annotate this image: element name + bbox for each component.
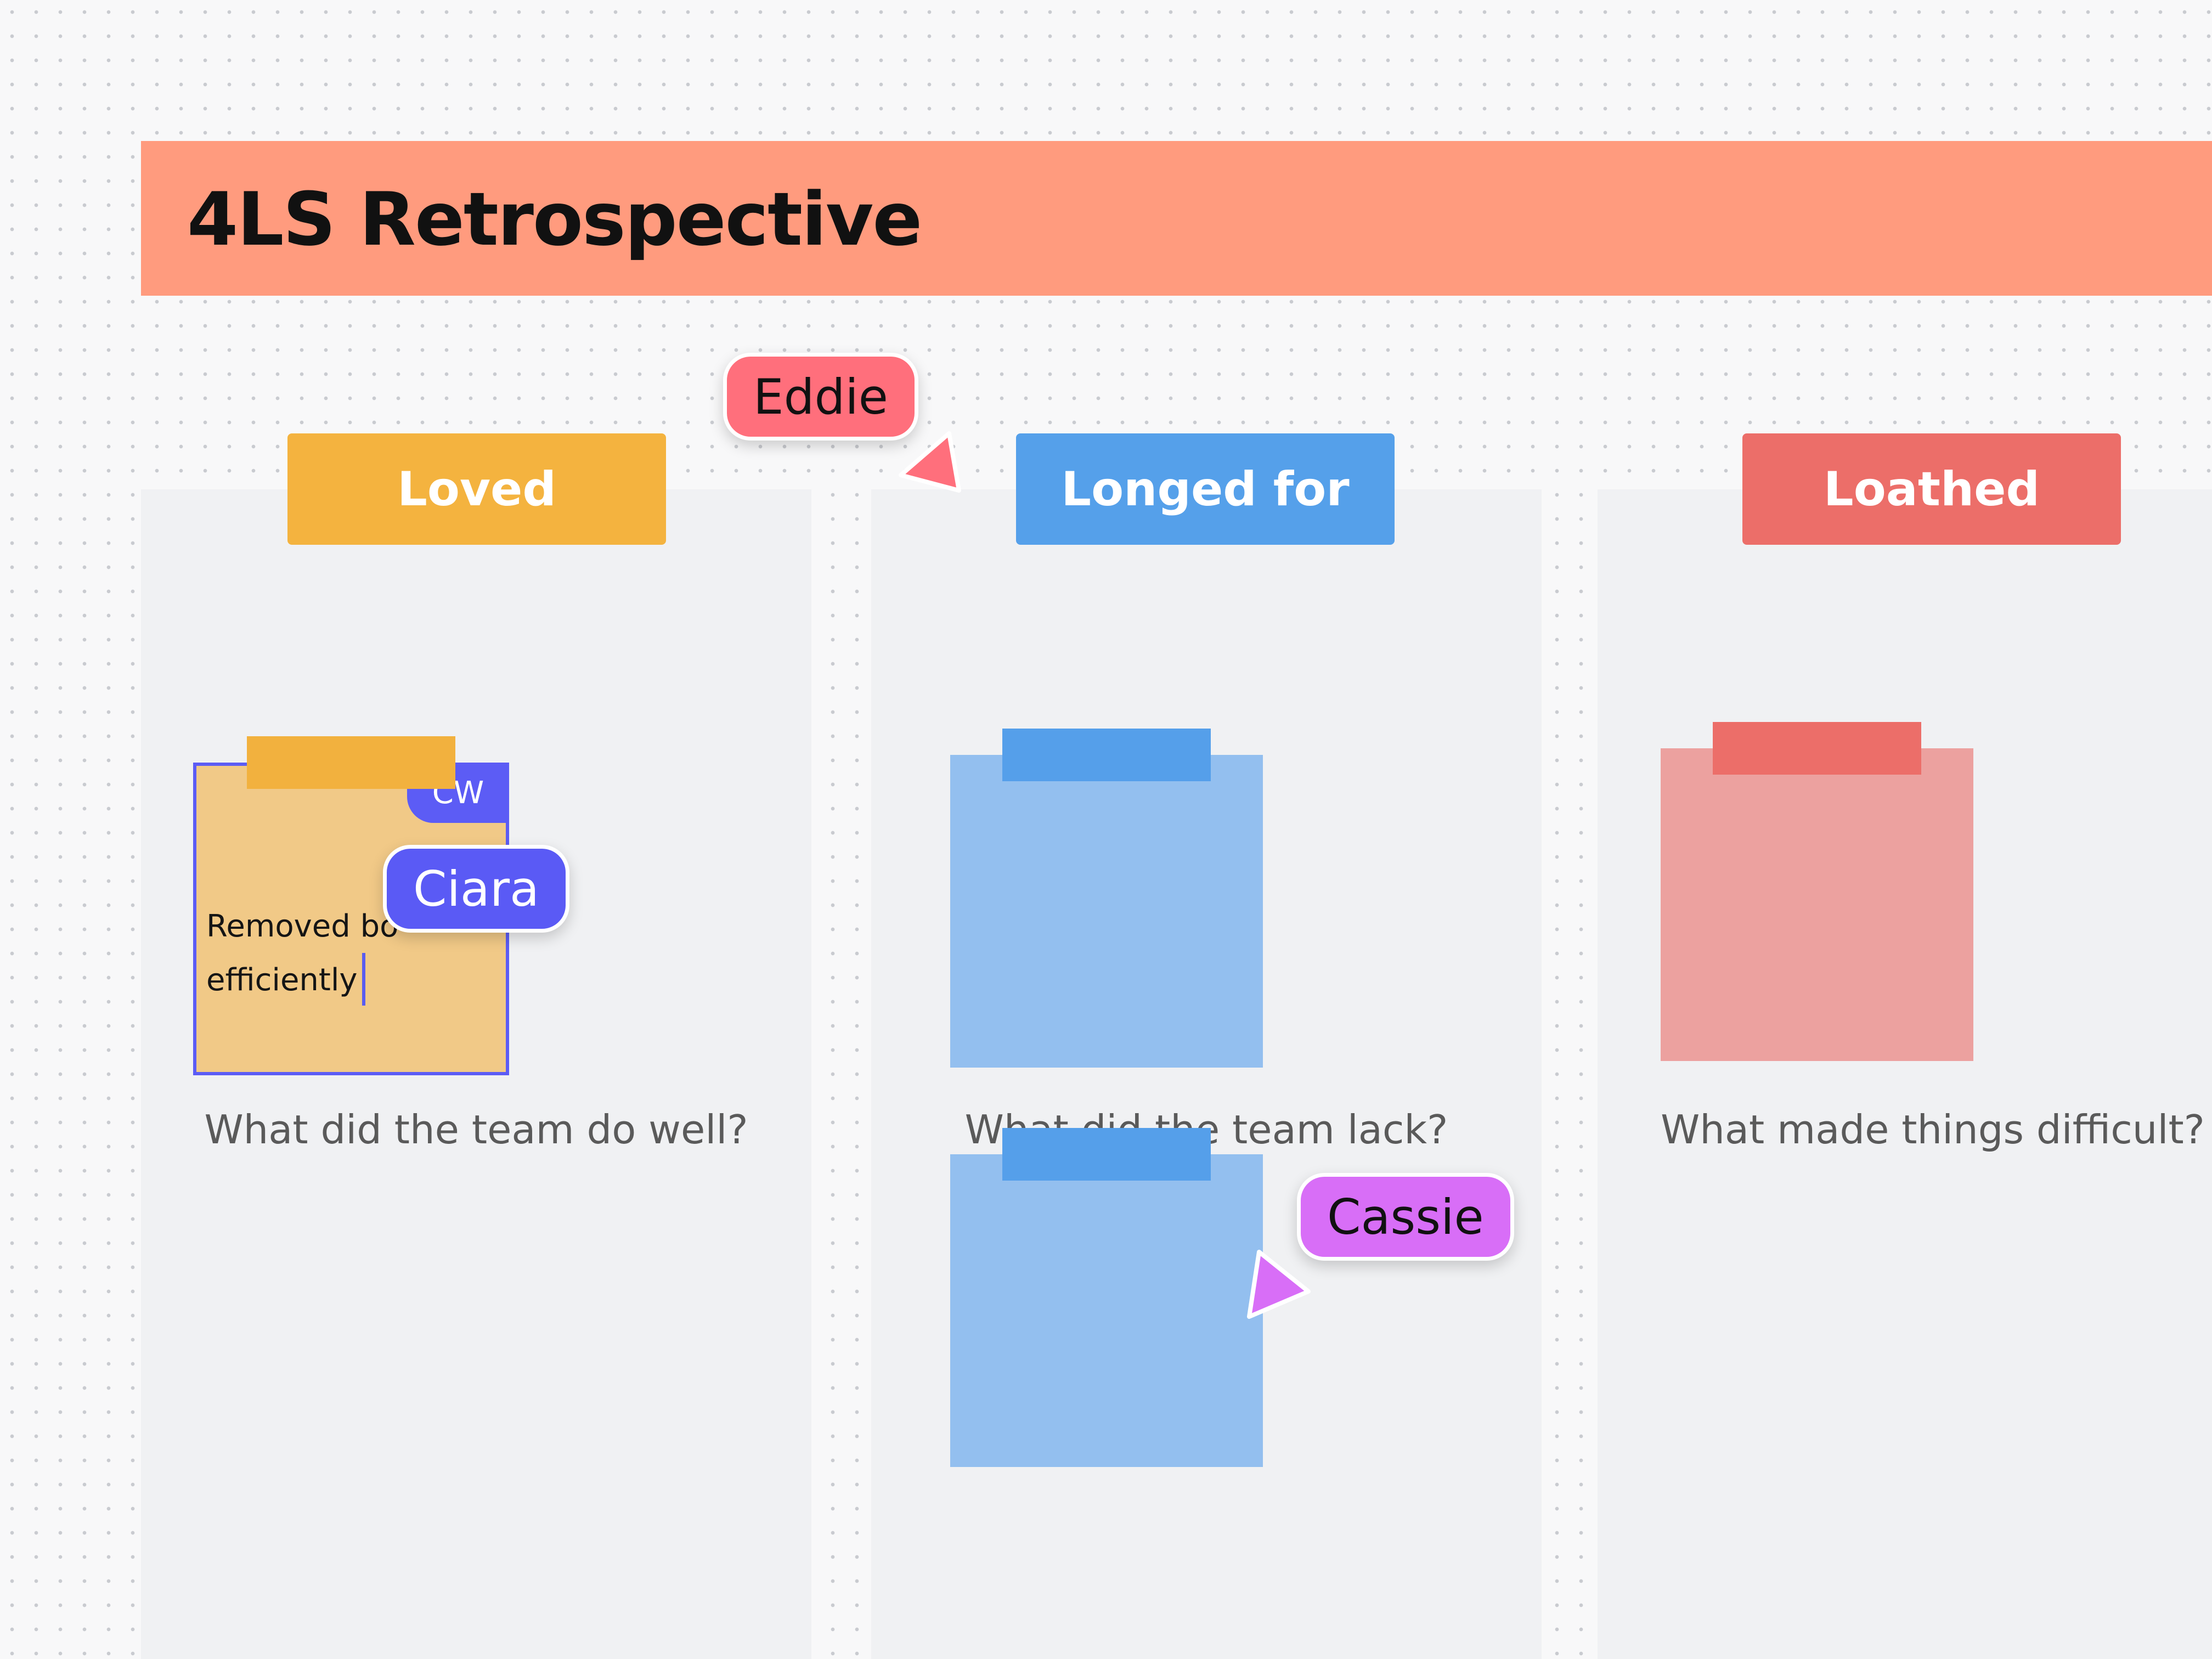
column-header-longed-for[interactable]: Longed for	[1016, 433, 1395, 545]
column-header-loathed[interactable]: Loathed	[1742, 433, 2121, 545]
sticky-note-longed-for-2[interactable]	[950, 1154, 1263, 1467]
column-header-loved[interactable]: Loved	[287, 433, 666, 545]
sticky-note-tape-loved	[247, 736, 455, 789]
column-question-loved: What did the team do well?	[204, 1107, 748, 1153]
text-caret	[362, 953, 365, 1006]
column-question-loathed: What made things difficult?	[1661, 1107, 2205, 1153]
sticky-note-text-line-1: Removed bo	[206, 909, 399, 944]
cursor-label-eddie: Eddie	[723, 353, 918, 441]
sticky-note-text-line-2: efficiently	[206, 962, 358, 998]
column-longed-for: What did the team lack?	[871, 489, 1542, 1659]
sticky-note-loathed-1[interactable]	[1661, 748, 1973, 1061]
cursor-arrow-eddie-icon	[899, 431, 961, 493]
board-title[interactable]: 4LS Retrospective	[187, 177, 922, 262]
cursor-label-cassie: Cassie	[1297, 1173, 1514, 1261]
board-title-banner: 4LS Retrospective	[141, 141, 2212, 296]
sticky-note-tape-longed-for-1	[1002, 729, 1211, 781]
sticky-note-longed-for-1[interactable]	[950, 755, 1263, 1068]
column-loathed: What made things difficult?	[1598, 489, 2212, 1659]
sticky-note-text[interactable]: Removed bo efficiently	[206, 900, 503, 1007]
cursor-arrow-cassie-icon	[1247, 1250, 1311, 1319]
sticky-note-tape-loathed-1	[1713, 722, 1921, 775]
cursor-label-ciara: Ciara	[383, 845, 569, 933]
sticky-note-tape-longed-for-2	[1002, 1128, 1211, 1181]
